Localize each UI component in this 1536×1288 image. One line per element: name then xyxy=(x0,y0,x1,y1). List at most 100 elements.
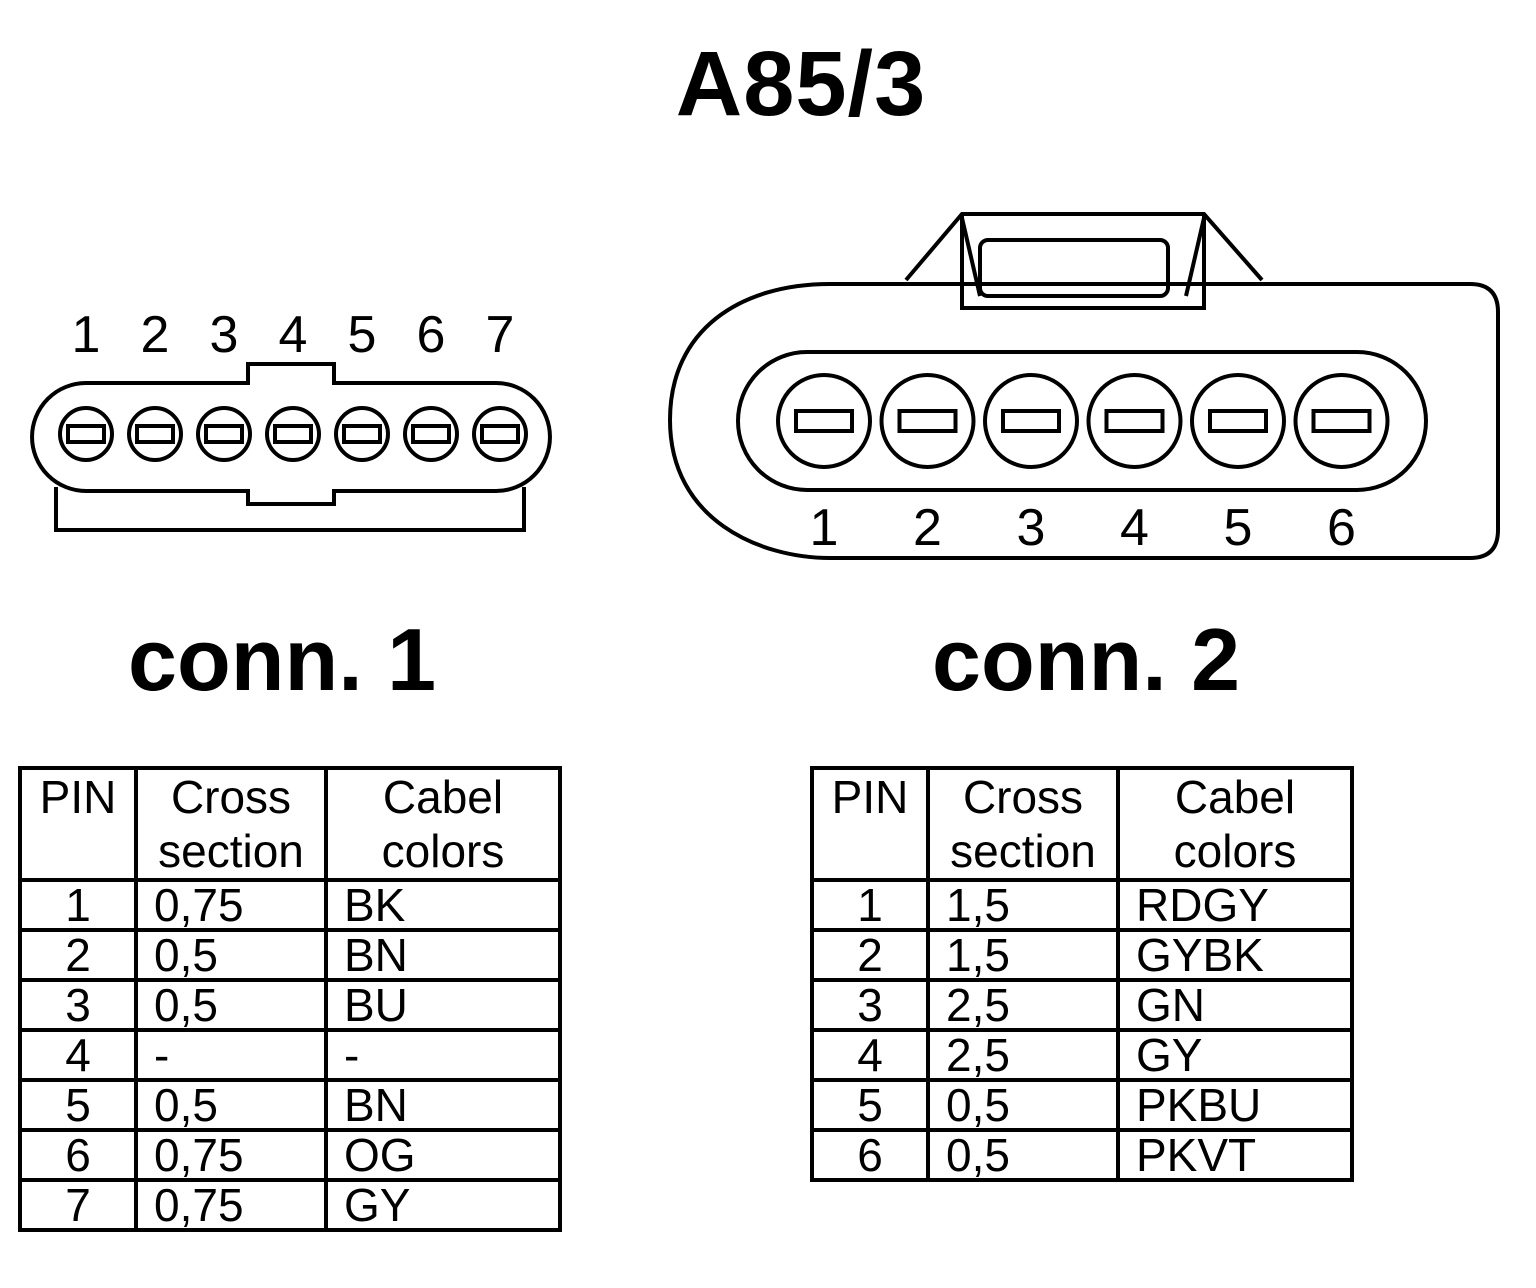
pin-cell: 5 xyxy=(810,1078,930,1132)
conn2-latch-outer xyxy=(904,212,1264,282)
conn2-pin-2 xyxy=(879,373,976,469)
conn2-pins xyxy=(776,373,1390,469)
conn2-pin-6 xyxy=(1293,373,1390,469)
cross-section-cell: 1,5 xyxy=(926,878,1120,932)
cross-section-cell: 1,5 xyxy=(926,928,1120,982)
pin-cell: 5 xyxy=(18,1078,138,1132)
conn1-pin-contact-7 xyxy=(480,424,520,444)
conn2-pin-5 xyxy=(1190,373,1286,469)
conn2-pin-4 xyxy=(1086,373,1183,469)
cross-section-cell: 0,75 xyxy=(134,878,328,932)
conn2-pin-number: 6 xyxy=(1327,499,1356,557)
pin-header: PIN xyxy=(810,766,930,882)
conn1-pin-1 xyxy=(58,406,114,462)
cross-section-cell: 0,5 xyxy=(134,1078,328,1132)
cabel-colors-header: Cabel colors xyxy=(324,766,562,882)
conn2-pin-number: 2 xyxy=(913,499,942,557)
cabel-color-cell: GYBK xyxy=(1116,928,1354,982)
cabel-colors-header: Cabel colors xyxy=(1116,766,1354,882)
pin-cell: 6 xyxy=(18,1128,138,1182)
pin-cell: 3 xyxy=(18,978,138,1032)
cabel-color-cell: PKVT xyxy=(1116,1128,1354,1182)
pin-cell: 4 xyxy=(810,1028,930,1082)
cross-section-cell: 0,5 xyxy=(134,928,328,982)
pin-cell: 1 xyxy=(810,878,930,932)
pin-cell: 4 xyxy=(18,1028,138,1082)
cross-section-cell: 0,5 xyxy=(926,1078,1120,1132)
conn1-pin-number: 5 xyxy=(348,306,377,364)
cross-section-cell: 0,75 xyxy=(134,1128,328,1182)
pin-cell: 6 xyxy=(810,1128,930,1182)
conn1-body-outline xyxy=(30,362,552,506)
conn2-pin-number: 1 xyxy=(810,499,839,557)
diagram-title: A85/3 xyxy=(675,33,927,135)
cabel-color-cell: OG xyxy=(324,1128,562,1182)
cabel-color-cell: RDGY xyxy=(1116,878,1354,932)
conn1-housing xyxy=(30,362,552,532)
conn2-pin-contact-5 xyxy=(1208,409,1268,433)
conn1-pin-5 xyxy=(334,406,390,462)
conn1-pin-contact-2 xyxy=(135,424,175,444)
conn1-pin-contact-4 xyxy=(273,424,313,444)
conn2-pin-1 xyxy=(776,373,872,469)
cross-section-cell: 0,5 xyxy=(134,978,328,1032)
pin-cell: 2 xyxy=(810,928,930,982)
conn1-pin-2 xyxy=(127,406,183,462)
conn1-pin-3 xyxy=(196,406,252,462)
conn2-pin-number: 5 xyxy=(1224,499,1253,557)
conn2-latch-guide-left xyxy=(960,217,982,297)
pin-cell: 1 xyxy=(18,878,138,932)
conn2-pin-contact-4 xyxy=(1104,409,1165,433)
conn2-label: conn. 2 xyxy=(932,610,1241,709)
cross-section-header: Cross section xyxy=(926,766,1120,882)
cross-section-cell: - xyxy=(134,1028,328,1082)
conn1-pin-contact-1 xyxy=(66,424,106,444)
conn1-pin-4 xyxy=(265,406,321,462)
cross-section-header: Cross section xyxy=(134,766,328,882)
conn1-pin-6 xyxy=(403,406,459,462)
conn2-pin-3 xyxy=(983,373,1079,469)
cabel-color-cell: BN xyxy=(324,928,562,982)
conn1-pins xyxy=(58,406,528,462)
conn1-pin-number: 3 xyxy=(210,306,239,364)
cabel-color-cell: GY xyxy=(324,1178,562,1232)
conn1-base-bracket xyxy=(54,487,526,532)
conn2-pin-number: 4 xyxy=(1120,499,1149,557)
cabel-color-cell: PKBU xyxy=(1116,1078,1354,1132)
cabel-color-cell: BU xyxy=(324,978,562,1032)
cross-section-cell: 0,5 xyxy=(926,1128,1120,1182)
table-header-row: PIN Cross section Cabel colors xyxy=(810,766,1354,882)
conn1-label: conn. 1 xyxy=(128,610,437,709)
conn1-pin-number: 1 xyxy=(72,306,101,364)
conn1-pin-number: 4 xyxy=(279,306,308,364)
conn2-pin-contact-6 xyxy=(1311,409,1372,433)
conn2-pin-number: 3 xyxy=(1017,499,1046,557)
table-header-row: PIN Cross section Cabel colors xyxy=(18,766,562,882)
pin-cell: 2 xyxy=(18,928,138,982)
conn1-pin-contact-6 xyxy=(411,424,451,444)
cabel-color-cell: BK xyxy=(324,878,562,932)
conn1-pin-contact-3 xyxy=(204,424,244,444)
conn2-pin-cavity xyxy=(736,350,1428,492)
cabel-color-cell: GY xyxy=(1116,1028,1354,1082)
conn1-pin-number: 7 xyxy=(486,306,515,364)
conn2-pin-contact-3 xyxy=(1001,409,1061,433)
conn1-pin-7 xyxy=(472,406,528,462)
conn2-pin-contact-2 xyxy=(897,409,958,433)
conn2-pin-labels: 1 2 3 4 5 6 xyxy=(810,499,1356,557)
cabel-color-cell: GN xyxy=(1116,978,1354,1032)
conn1-pin-number: 2 xyxy=(141,306,170,364)
